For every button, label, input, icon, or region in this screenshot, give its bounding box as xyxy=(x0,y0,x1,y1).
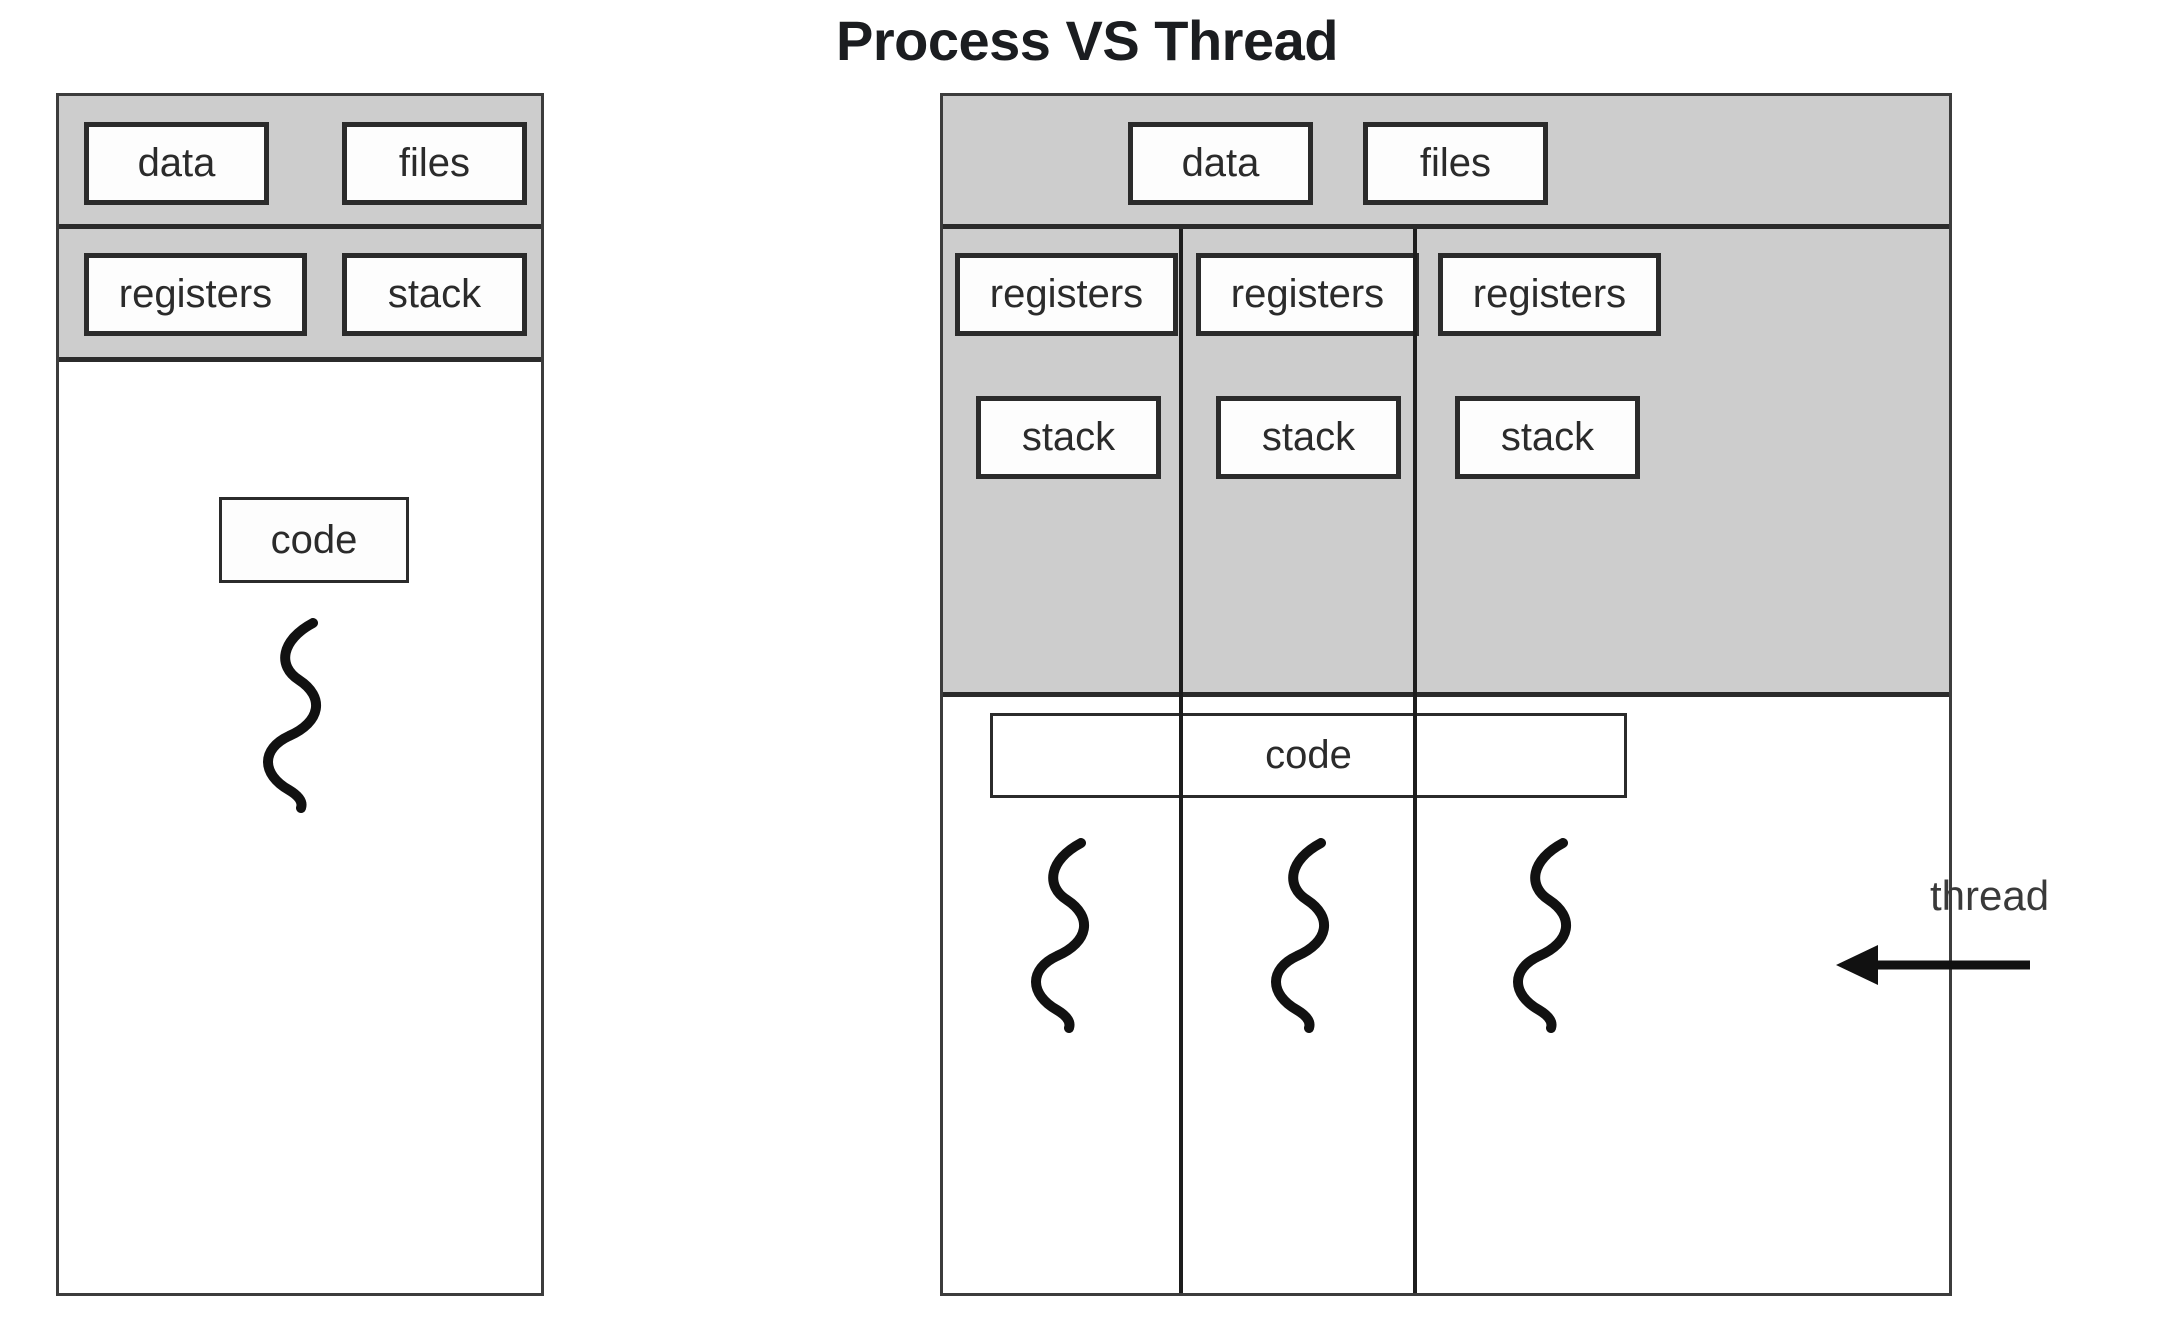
thread-band-separator xyxy=(943,224,1949,229)
thread-files-label: files xyxy=(1419,141,1492,185)
thread-annotation-label: thread xyxy=(1930,872,2050,919)
process-files-cell: files xyxy=(342,122,527,205)
process-registers-cell: registers xyxy=(84,253,307,336)
thread-stack-cell-2: stack xyxy=(1216,396,1401,479)
process-diagram: data files registers stack code xyxy=(56,93,544,1296)
thread-data-cell: data xyxy=(1128,122,1313,205)
thread-registers-label-3: registers xyxy=(1472,272,1627,316)
thread-registers-cell-1: registers xyxy=(955,253,1178,336)
thread-data-label: data xyxy=(1181,141,1260,185)
process-data-label: data xyxy=(137,141,216,185)
process-stack-cell: stack xyxy=(342,253,527,336)
thread-stack-label-1: stack xyxy=(1021,415,1116,459)
thread-pointer-arrow xyxy=(1836,945,2030,985)
process-code-cell: code xyxy=(219,497,409,583)
thread-squiggle-1 xyxy=(1031,838,1089,1033)
thread-registers-label-1: registers xyxy=(989,272,1144,316)
thread-column-divider-1 xyxy=(1179,229,1183,1293)
thread-body-separator xyxy=(943,692,1949,697)
thread-squiggle-3 xyxy=(1513,838,1571,1033)
process-files-label: files xyxy=(398,141,471,185)
thread-stack-cell-3: stack xyxy=(1455,396,1640,479)
thread-registers-cell-3: registers xyxy=(1438,253,1661,336)
process-data-cell: data xyxy=(84,122,269,205)
thread-squiggle-2 xyxy=(1271,838,1329,1033)
thread-registers-cell-2: registers xyxy=(1196,253,1419,336)
thread-column-divider-2 xyxy=(1413,229,1417,1293)
thread-files-cell: files xyxy=(1363,122,1548,205)
process-code-label: code xyxy=(270,517,358,562)
thread-stack-label-3: stack xyxy=(1500,415,1595,459)
page-title: Process VS Thread xyxy=(836,9,1338,72)
thread-stack-cell-1: stack xyxy=(976,396,1161,479)
process-registers-label: registers xyxy=(118,272,273,316)
thread-code-cell: code xyxy=(990,713,1627,798)
thread-diagram: data files registers stack registers sta… xyxy=(940,93,1952,1296)
process-thread-squiggle xyxy=(263,618,321,813)
thread-registers-label-2: registers xyxy=(1230,272,1385,316)
process-body-separator xyxy=(59,357,541,362)
process-stack-label: stack xyxy=(387,272,482,316)
thread-stack-label-2: stack xyxy=(1261,415,1356,459)
process-band-separator xyxy=(59,224,541,229)
thread-code-label: code xyxy=(1265,733,1352,777)
